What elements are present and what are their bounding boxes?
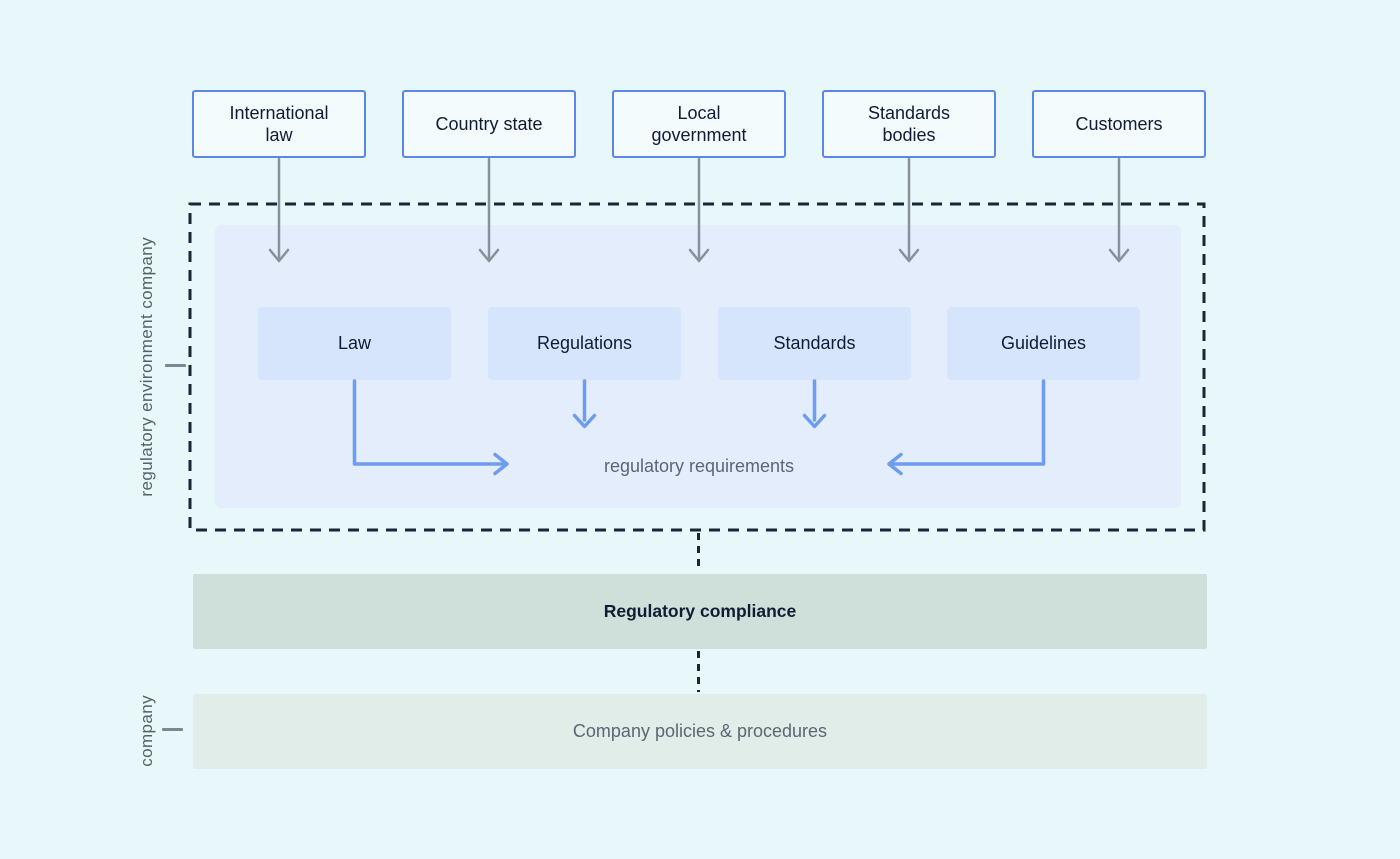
source-label: Local government — [651, 102, 747, 146]
band-label: Regulatory compliance — [603, 601, 797, 621]
instrument-box-guidelines: Guidelines — [947, 307, 1140, 380]
frame-label-tick — [162, 728, 183, 731]
instrument-box-standards: Standards — [718, 307, 911, 380]
source-box-standards-bodies: Standards bodies — [822, 90, 996, 158]
source-label: Standards bodies — [867, 102, 951, 146]
source-box-country-state: Country state — [402, 90, 576, 158]
instrument-label: Standards — [773, 333, 856, 353]
source-label: Country state — [435, 113, 543, 134]
regulatory-compliance-band: Regulatory compliance — [193, 574, 1207, 649]
band-label: Company policies & procedures — [572, 721, 828, 741]
instrument-box-regulations: Regulations — [488, 307, 681, 380]
regulatory-environment-frame-label: regulatory environment company — [137, 237, 156, 497]
source-label: Customers — [1075, 113, 1163, 134]
source-box-international-law: International law — [192, 90, 366, 158]
regulatory-environment-frame-label-wrap: regulatory environment company — [130, 204, 164, 530]
instrument-box-law: Law — [258, 307, 451, 380]
instrument-label: Guidelines — [1000, 333, 1087, 353]
source-label: International law — [229, 102, 329, 146]
company-frame-label: company — [137, 695, 156, 767]
instrument-label: Law — [337, 333, 372, 353]
company-frame-label-wrap: company — [130, 690, 164, 772]
source-box-customers: Customers — [1032, 90, 1206, 158]
instrument-label: Regulations — [536, 333, 633, 353]
frame-label-tick — [165, 364, 186, 367]
source-box-local-government: Local government — [612, 90, 786, 158]
company-policies-band: Company policies & procedures — [193, 694, 1207, 769]
regulatory-requirements-label: regulatory requirements — [603, 456, 795, 476]
